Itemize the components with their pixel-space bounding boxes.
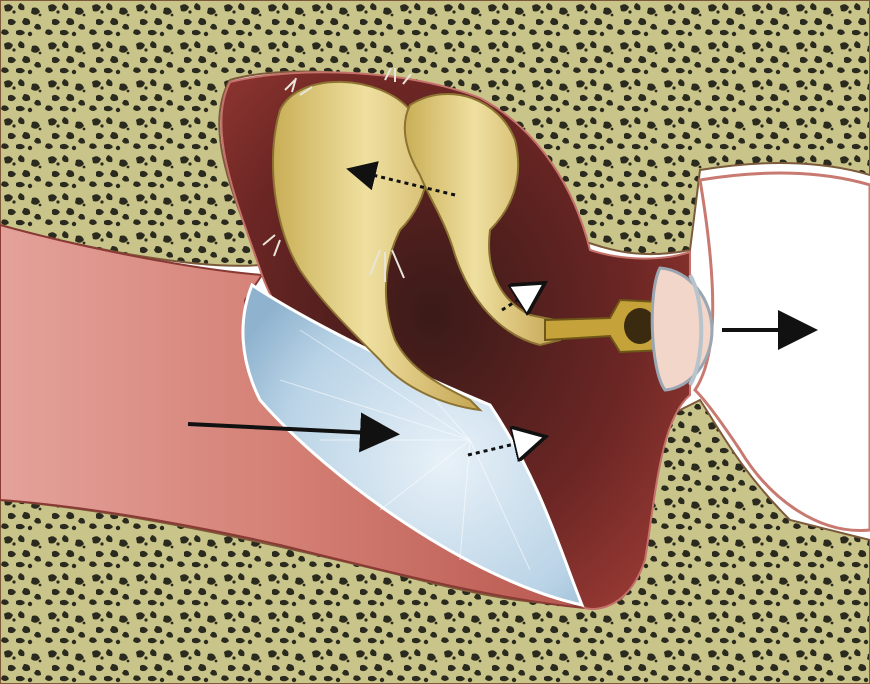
middle-ear-illustration	[0, 0, 870, 684]
